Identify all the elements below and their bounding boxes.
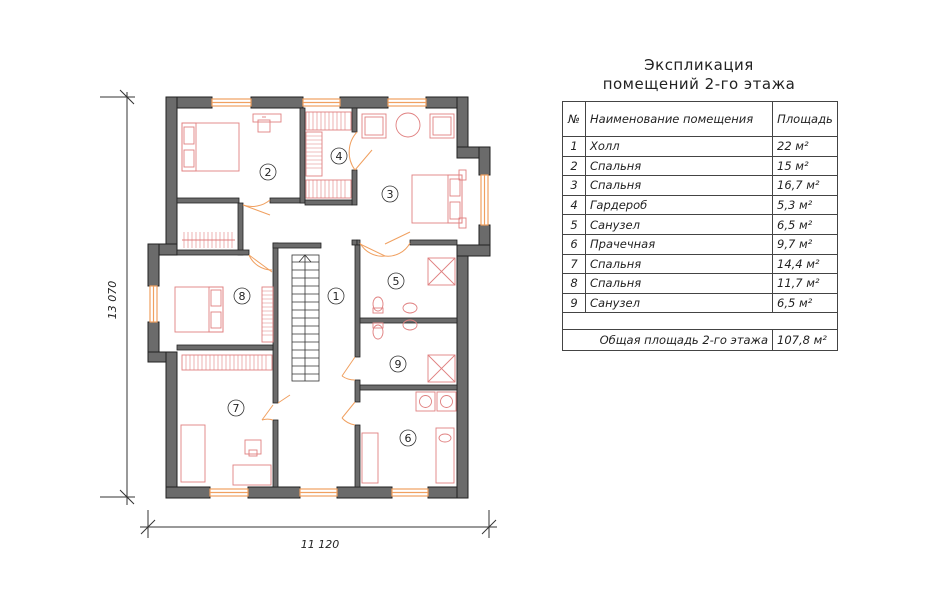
dimension-lines [100, 89, 497, 538]
table-total-row: Общая площадь 2-го этажа 107,8 м² [562, 329, 838, 352]
row-name: Спальня [585, 253, 773, 275]
room-2-marker: 2 [265, 166, 272, 179]
row-num: 2 [562, 155, 586, 177]
table-header-row: № Наименование помещения Площадь [562, 101, 838, 137]
header-area: Площадь [772, 101, 838, 137]
row-name: Санузел [585, 292, 773, 314]
room-9-marker: 9 [395, 358, 402, 371]
row-name: Гардероб [585, 194, 773, 216]
height-dimension-label: 13 070 [106, 281, 119, 320]
row-num: 4 [562, 194, 586, 216]
row-name: Спальня [585, 273, 773, 294]
room-1-marker: 1 [333, 290, 340, 303]
row-num: 9 [562, 292, 586, 314]
header-num: № [562, 101, 586, 137]
explication-title-line1: Экспликация [644, 56, 754, 74]
row-area: 9,7 м² [772, 233, 838, 255]
row-num: 3 [562, 175, 586, 196]
row-area: 15 м² [772, 155, 838, 177]
windows [149, 98, 489, 497]
row-name: Спальня [585, 155, 773, 177]
room-6-marker: 6 [405, 432, 412, 445]
row-name: Спальня [585, 175, 773, 196]
row-area: 6,5 м² [772, 292, 838, 314]
row-area: 6,5 м² [772, 214, 838, 235]
room-5-marker: 5 [393, 275, 400, 288]
room-7-marker: 7 [233, 402, 240, 415]
row-num: 1 [562, 136, 586, 157]
row-name: Холл [585, 136, 773, 157]
width-dimension-label: 11 120 [301, 538, 340, 551]
row-area: 5,3 м² [772, 194, 838, 216]
doors [242, 131, 411, 426]
row-num: 8 [562, 273, 586, 294]
row-num: 7 [562, 253, 586, 275]
row-area: 11,7 м² [772, 273, 838, 294]
table-spacer-row [562, 312, 838, 331]
total-value: 107,8 м² [772, 329, 838, 352]
row-name: Санузел [585, 214, 773, 235]
room-markers: 1 2 3 4 5 6 7 8 9 [227, 147, 417, 447]
explication-title: Экспликация помещений 2-го этажа [560, 56, 838, 94]
furniture [174, 111, 467, 486]
row-area: 16,7 м² [772, 175, 838, 196]
row-num: 6 [562, 233, 586, 255]
room-8-marker: 8 [239, 290, 246, 303]
row-num: 5 [562, 214, 586, 235]
header-name: Наименование помещения [585, 101, 773, 137]
staircase [291, 254, 320, 382]
row-area: 14,4 м² [772, 253, 838, 275]
row-area: 22 м² [772, 136, 838, 157]
room-3-marker: 3 [387, 188, 394, 201]
row-name: Прачечная [585, 233, 773, 255]
exterior-walls [147, 96, 491, 499]
interior-walls [176, 107, 458, 488]
explication-title-line2: помещений 2-го этажа [602, 75, 796, 93]
room-4-marker: 4 [336, 150, 343, 163]
total-label: Общая площадь 2-го этажа [562, 329, 773, 352]
